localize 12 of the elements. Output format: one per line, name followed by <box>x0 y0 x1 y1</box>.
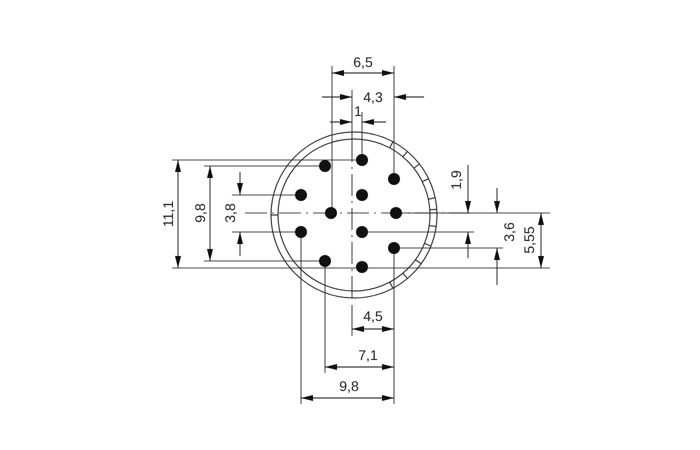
dimension-value: 3,8 <box>223 203 237 223</box>
dimension-value: 5,55 <box>522 226 536 254</box>
dimension-value: 9,8 <box>339 379 359 393</box>
dimension-value: 4,3 <box>363 90 383 104</box>
dimension-value: 6,5 <box>353 55 373 69</box>
dimension-value: 4,5 <box>363 309 383 323</box>
dimension-value: 1 <box>354 104 362 118</box>
dimension-value: 11,1 <box>161 200 175 228</box>
dimension-value: 3,6 <box>502 222 516 242</box>
dimension-value: 7,1 <box>358 348 378 362</box>
dimension-value: 9,8 <box>193 203 207 223</box>
dimension-value: 1,9 <box>449 170 463 190</box>
